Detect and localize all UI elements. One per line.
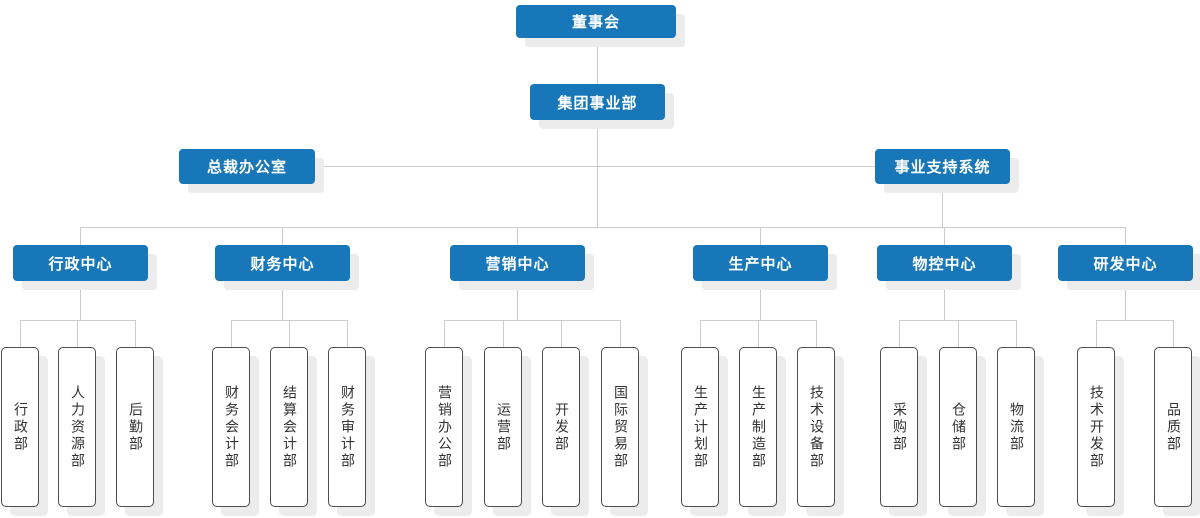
dept-label: 采购部 <box>891 401 907 453</box>
node-dept: 运营部 <box>484 347 522 507</box>
node-center-production: 生产中心 <box>693 245 828 281</box>
node-dept: 营销办公部 <box>425 347 463 507</box>
node-dept: 国际贸易部 <box>601 347 639 507</box>
connector <box>944 227 945 245</box>
node-board: 董事会 <box>516 5 676 38</box>
node-center-material-control: 物控中心 <box>877 245 1012 281</box>
dept-label: 人力资源部 <box>69 384 85 470</box>
connector <box>1173 320 1174 347</box>
connector <box>942 184 943 227</box>
connector <box>444 320 620 321</box>
node-dept: 行政部 <box>1 347 39 507</box>
dept-label: 技术设备部 <box>808 384 824 470</box>
dept-label: 开发部 <box>553 401 569 453</box>
dept-label: 物流部 <box>1008 401 1024 453</box>
node-center-rnd: 研发中心 <box>1058 245 1193 281</box>
connector <box>503 320 504 347</box>
node-president-office: 总裁办公室 <box>179 149 315 184</box>
connector <box>282 281 283 320</box>
dept-label: 后勤部 <box>127 401 143 453</box>
node-dept: 后勤部 <box>116 347 154 507</box>
connector <box>899 320 1016 321</box>
dept-label: 行政部 <box>12 401 28 453</box>
connector <box>1125 281 1126 320</box>
node-dept: 仓储部 <box>939 347 977 507</box>
connector <box>135 320 136 347</box>
node-business-support: 事业支持系统 <box>875 149 1010 184</box>
connector <box>80 281 81 320</box>
connector <box>289 320 290 347</box>
dept-label: 财务会计部 <box>223 384 239 470</box>
node-dept: 人力资源部 <box>58 347 96 507</box>
node-dept: 技术设备部 <box>797 347 835 507</box>
connector <box>1016 320 1017 347</box>
connector <box>597 38 598 84</box>
connector <box>80 227 81 245</box>
connector <box>77 320 78 347</box>
dept-label: 生产制造部 <box>750 384 766 470</box>
dept-label: 运营部 <box>495 401 511 453</box>
connector <box>561 320 562 347</box>
node-group-division: 集团事业部 <box>530 84 665 120</box>
connector <box>700 320 701 347</box>
dept-label: 技术开发部 <box>1088 384 1104 470</box>
node-dept: 结算会计部 <box>270 347 308 507</box>
connector <box>444 320 445 347</box>
connector <box>899 320 900 347</box>
connector <box>760 281 761 320</box>
dept-label: 结算会计部 <box>281 384 297 470</box>
node-dept: 开发部 <box>542 347 580 507</box>
connector <box>620 320 621 347</box>
connector <box>20 320 21 347</box>
connector <box>760 227 761 245</box>
connector <box>347 320 348 347</box>
dept-label: 仓储部 <box>950 401 966 453</box>
node-dept: 财务审计部 <box>328 347 366 507</box>
node-dept: 采购部 <box>880 347 918 507</box>
dept-label: 品质部 <box>1165 401 1181 453</box>
dept-label: 营销办公部 <box>436 384 452 470</box>
node-dept: 生产计划部 <box>681 347 719 507</box>
connector <box>944 281 945 320</box>
node-center-finance: 财务中心 <box>215 245 350 281</box>
node-center-marketing: 营销中心 <box>450 245 585 281</box>
node-dept: 技术开发部 <box>1077 347 1115 507</box>
node-dept: 生产制造部 <box>739 347 777 507</box>
connector <box>1096 320 1173 321</box>
dept-label: 国际贸易部 <box>612 384 628 470</box>
node-center-admin: 行政中心 <box>13 245 148 281</box>
connector <box>315 166 875 167</box>
node-dept: 品质部 <box>1154 347 1192 507</box>
connector <box>517 227 518 245</box>
connector <box>282 227 283 245</box>
connector <box>758 320 759 347</box>
dept-label: 生产计划部 <box>692 384 708 470</box>
dept-label: 财务审计部 <box>339 384 355 470</box>
connector <box>1096 320 1097 347</box>
connector <box>1125 227 1126 245</box>
connector <box>231 320 232 347</box>
connector <box>80 227 1126 228</box>
connector <box>597 120 598 227</box>
connector <box>517 281 518 320</box>
connector <box>816 320 817 347</box>
connector <box>958 320 959 347</box>
node-dept: 财务会计部 <box>212 347 250 507</box>
node-dept: 物流部 <box>997 347 1035 507</box>
